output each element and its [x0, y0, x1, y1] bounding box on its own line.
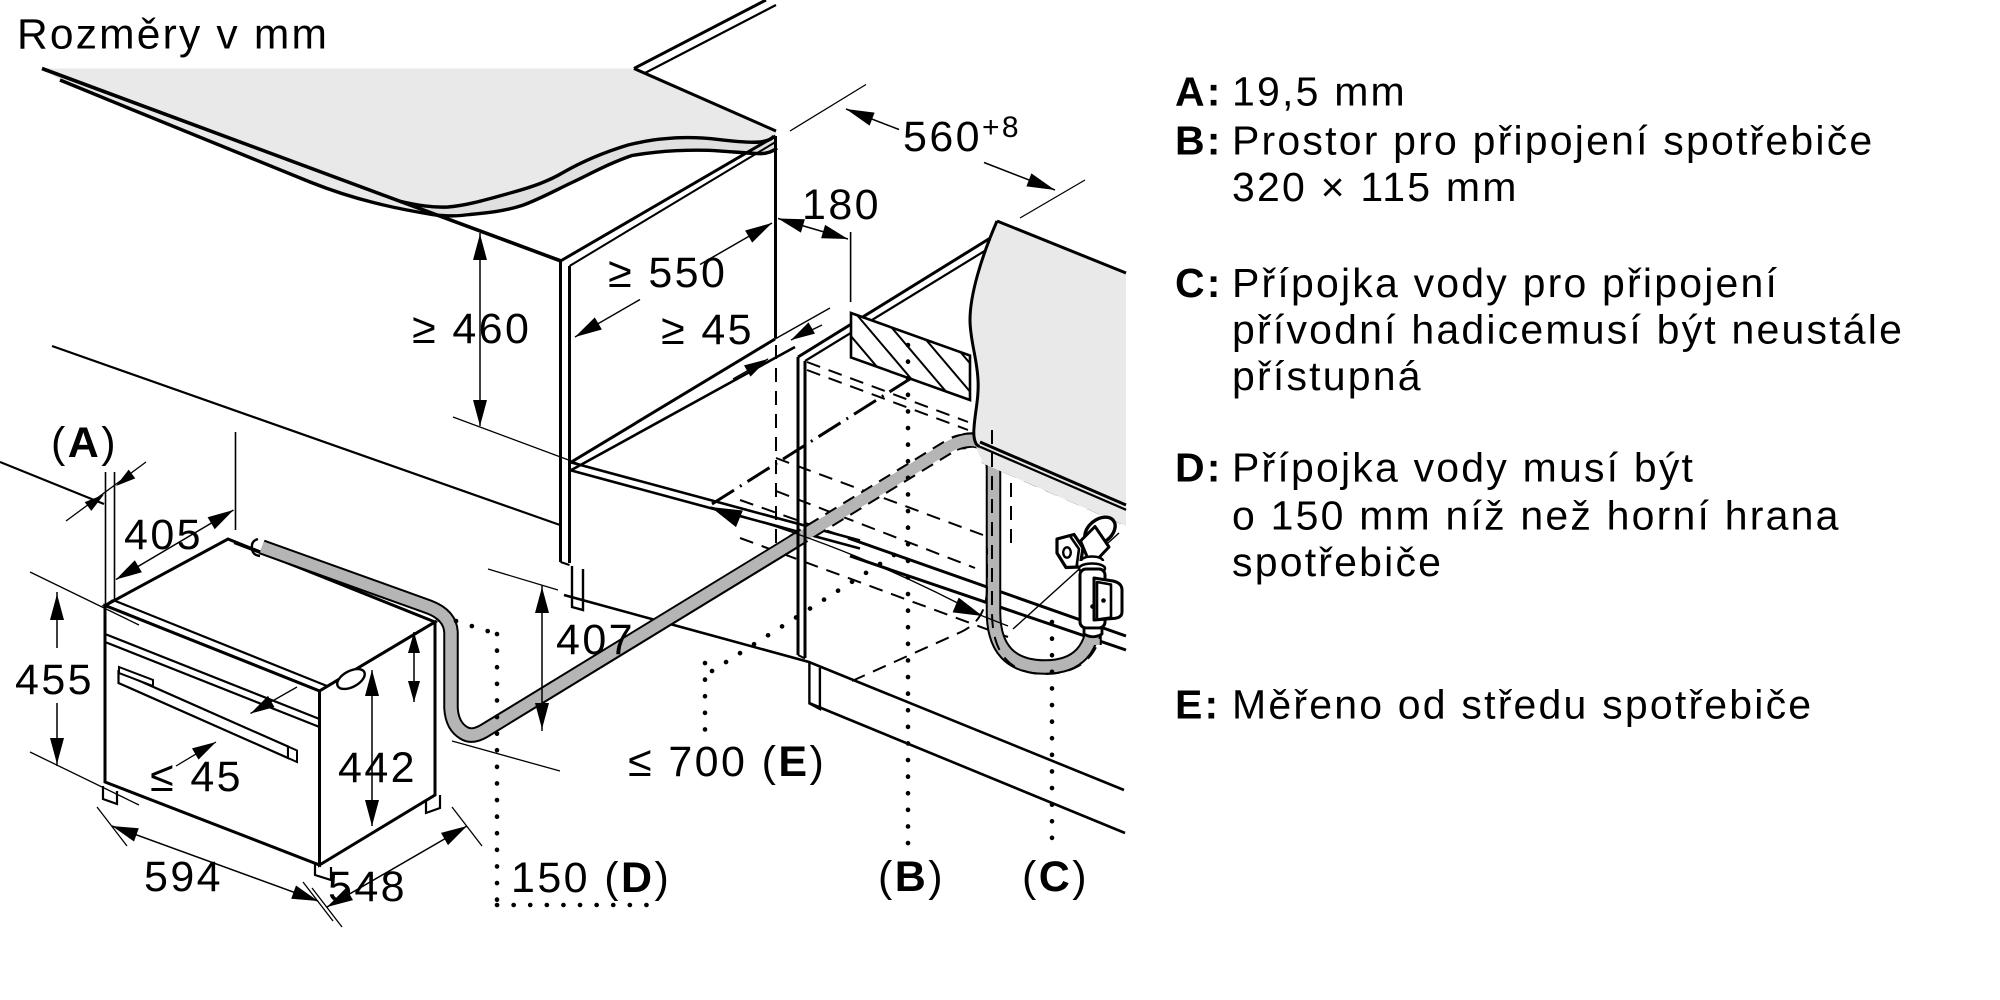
svg-text:přívodní hadicemusí být neustá: přívodní hadicemusí být neustále [1232, 307, 1904, 353]
svg-text:19,5 mm: 19,5 mm [1232, 69, 1407, 115]
svg-text:Přípojka vody musí být: Přípojka vody musí být [1232, 445, 1695, 491]
svg-text:405: 405 [124, 511, 203, 559]
svg-text:D:: D: [1175, 445, 1223, 491]
svg-text:(A): (A) [51, 419, 118, 467]
svg-text:Rozměry v mm: Rozměry v mm [17, 12, 329, 59]
svg-text:o 150 mm níž než horní hrana: o 150 mm níž než horní hrana [1232, 493, 1841, 539]
svg-text:E:: E: [1175, 682, 1220, 728]
svg-text:A:: A: [1175, 69, 1223, 115]
svg-text:548: 548 [328, 863, 407, 911]
svg-text:320 × 115 mm: 320 × 115 mm [1232, 164, 1519, 210]
svg-text:407: 407 [556, 616, 635, 664]
svg-text:≥ 460: ≥ 460 [412, 305, 531, 353]
svg-text:442: 442 [338, 744, 417, 792]
svg-text:spotřebiče: spotřebiče [1232, 539, 1443, 585]
svg-text:≤ 700 (E): ≤ 700 (E) [628, 738, 826, 786]
svg-text:≥ 550: ≥ 550 [608, 249, 727, 297]
svg-text:455: 455 [15, 656, 94, 704]
svg-text:přístupná: přístupná [1232, 353, 1423, 399]
svg-text:C:: C: [1175, 260, 1223, 306]
svg-text:180: 180 [802, 181, 881, 229]
svg-text:150 (D): 150 (D) [511, 854, 671, 902]
svg-text:Přípojka vody pro připojení: Přípojka vody pro připojení [1232, 260, 1779, 306]
svg-text:Prostor pro připojení spotřebi: Prostor pro připojení spotřebiče [1232, 118, 1874, 164]
svg-text:B:: B: [1175, 118, 1223, 164]
svg-text:Měřeno od středu spotřebiče: Měřeno od středu spotřebiče [1232, 682, 1813, 728]
svg-text:(B): (B) [878, 853, 945, 901]
svg-text:594: 594 [144, 853, 223, 901]
svg-text:≤ 45: ≤ 45 [150, 753, 243, 801]
svg-text:(C): (C) [1022, 853, 1089, 901]
svg-text:≥ 45: ≥ 45 [661, 306, 754, 354]
